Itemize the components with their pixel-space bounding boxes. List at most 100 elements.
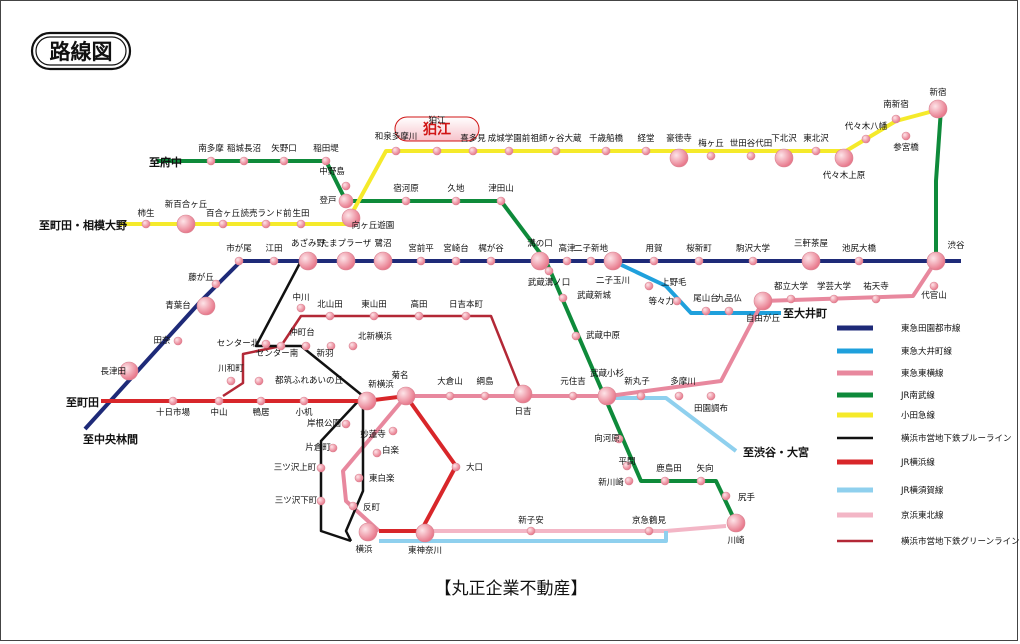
station-marker[interactable] <box>871 294 881 304</box>
station-marker[interactable] <box>354 473 364 483</box>
station-marker[interactable] <box>829 294 839 304</box>
station-marker[interactable] <box>348 501 358 511</box>
station-marker[interactable] <box>721 491 731 501</box>
station-marker[interactable] <box>774 148 794 168</box>
station-marker[interactable] <box>461 311 471 321</box>
station-marker[interactable] <box>496 196 506 206</box>
station-marker[interactable] <box>706 151 716 161</box>
station-marker[interactable] <box>480 391 490 401</box>
station-marker[interactable] <box>660 476 670 486</box>
station-marker[interactable] <box>357 391 377 411</box>
station-marker[interactable] <box>254 376 264 386</box>
station-marker[interactable] <box>239 156 249 166</box>
station-marker[interactable] <box>504 146 514 156</box>
station-marker[interactable] <box>388 426 398 436</box>
station-marker[interactable] <box>834 148 854 168</box>
station-marker[interactable] <box>468 146 478 156</box>
station-marker[interactable] <box>748 256 758 266</box>
station-marker[interactable] <box>486 256 496 266</box>
station-marker[interactable] <box>586 256 596 266</box>
station-marker[interactable] <box>296 219 306 229</box>
station-marker[interactable] <box>276 341 286 351</box>
station-marker[interactable] <box>451 462 461 472</box>
station-marker[interactable] <box>445 391 455 401</box>
station-marker[interactable] <box>338 193 354 209</box>
station-marker[interactable] <box>724 306 734 316</box>
station-marker[interactable] <box>746 151 756 161</box>
station-marker[interactable] <box>649 256 659 266</box>
station-marker[interactable] <box>597 386 617 406</box>
station-marker[interactable] <box>551 146 561 156</box>
station-marker[interactable] <box>672 296 682 306</box>
station-marker[interactable] <box>316 496 326 506</box>
station-marker[interactable] <box>372 448 382 458</box>
station-marker[interactable] <box>206 156 216 166</box>
station-marker[interactable] <box>341 208 361 228</box>
station-marker[interactable] <box>261 219 271 229</box>
station-marker[interactable] <box>269 256 279 266</box>
station-marker[interactable] <box>234 256 244 266</box>
station-marker[interactable] <box>644 526 654 536</box>
station-marker[interactable] <box>614 434 624 444</box>
station-marker[interactable] <box>325 311 335 321</box>
station-marker[interactable] <box>603 251 623 271</box>
station-marker[interactable] <box>373 251 393 271</box>
station-marker[interactable] <box>341 419 351 429</box>
station-marker[interactable] <box>451 256 461 266</box>
station-marker[interactable] <box>401 196 411 206</box>
station-marker[interactable] <box>326 341 336 351</box>
station-marker[interactable] <box>854 256 864 266</box>
station-marker[interactable] <box>726 513 746 533</box>
station-marker[interactable] <box>298 251 318 271</box>
station-marker[interactable] <box>530 251 550 271</box>
station-marker[interactable] <box>562 256 572 266</box>
station-marker[interactable] <box>416 256 426 266</box>
station-marker[interactable] <box>929 281 939 291</box>
station-marker[interactable] <box>526 526 536 536</box>
station-marker[interactable] <box>571 331 581 341</box>
station-marker[interactable] <box>669 148 689 168</box>
station-marker[interactable] <box>256 396 266 406</box>
station-marker[interactable] <box>801 251 821 271</box>
station-marker[interactable] <box>321 156 331 166</box>
station-marker[interactable] <box>811 146 821 156</box>
station-marker[interactable] <box>336 251 356 271</box>
station-marker[interactable] <box>432 146 442 156</box>
station-marker[interactable] <box>119 361 139 381</box>
station-marker[interactable] <box>316 463 326 473</box>
station-marker[interactable] <box>176 214 196 234</box>
station-marker[interactable] <box>568 391 578 401</box>
station-marker[interactable] <box>706 391 716 401</box>
station-marker[interactable] <box>624 476 634 486</box>
station-marker[interactable] <box>328 443 338 453</box>
station-marker[interactable] <box>891 114 901 124</box>
station-marker[interactable] <box>901 131 911 141</box>
station-marker[interactable] <box>211 279 221 289</box>
station-marker[interactable] <box>369 311 379 321</box>
station-marker[interactable] <box>214 396 224 406</box>
station-marker[interactable] <box>636 391 646 401</box>
station-marker[interactable] <box>391 146 401 156</box>
station-marker[interactable] <box>544 266 554 276</box>
station-marker[interactable] <box>173 336 183 346</box>
station-marker[interactable] <box>622 461 632 471</box>
station-marker[interactable] <box>861 134 871 144</box>
station-marker[interactable] <box>694 256 704 266</box>
station-marker[interactable] <box>341 181 351 191</box>
station-marker[interactable] <box>701 306 711 316</box>
station-marker[interactable] <box>301 341 311 351</box>
station-marker[interactable] <box>558 293 568 303</box>
station-marker[interactable] <box>279 156 289 166</box>
station-marker[interactable] <box>196 296 216 316</box>
station-marker[interactable] <box>261 339 271 349</box>
station-marker[interactable] <box>451 196 461 206</box>
station-marker[interactable] <box>218 219 228 229</box>
station-marker[interactable] <box>414 311 424 321</box>
station-marker[interactable] <box>415 523 435 543</box>
station-marker[interactable] <box>513 384 533 404</box>
station-marker[interactable] <box>348 341 358 351</box>
station-marker[interactable] <box>168 396 178 406</box>
station-marker[interactable] <box>296 303 306 313</box>
station-marker[interactable] <box>141 219 151 229</box>
station-marker[interactable] <box>753 291 773 311</box>
